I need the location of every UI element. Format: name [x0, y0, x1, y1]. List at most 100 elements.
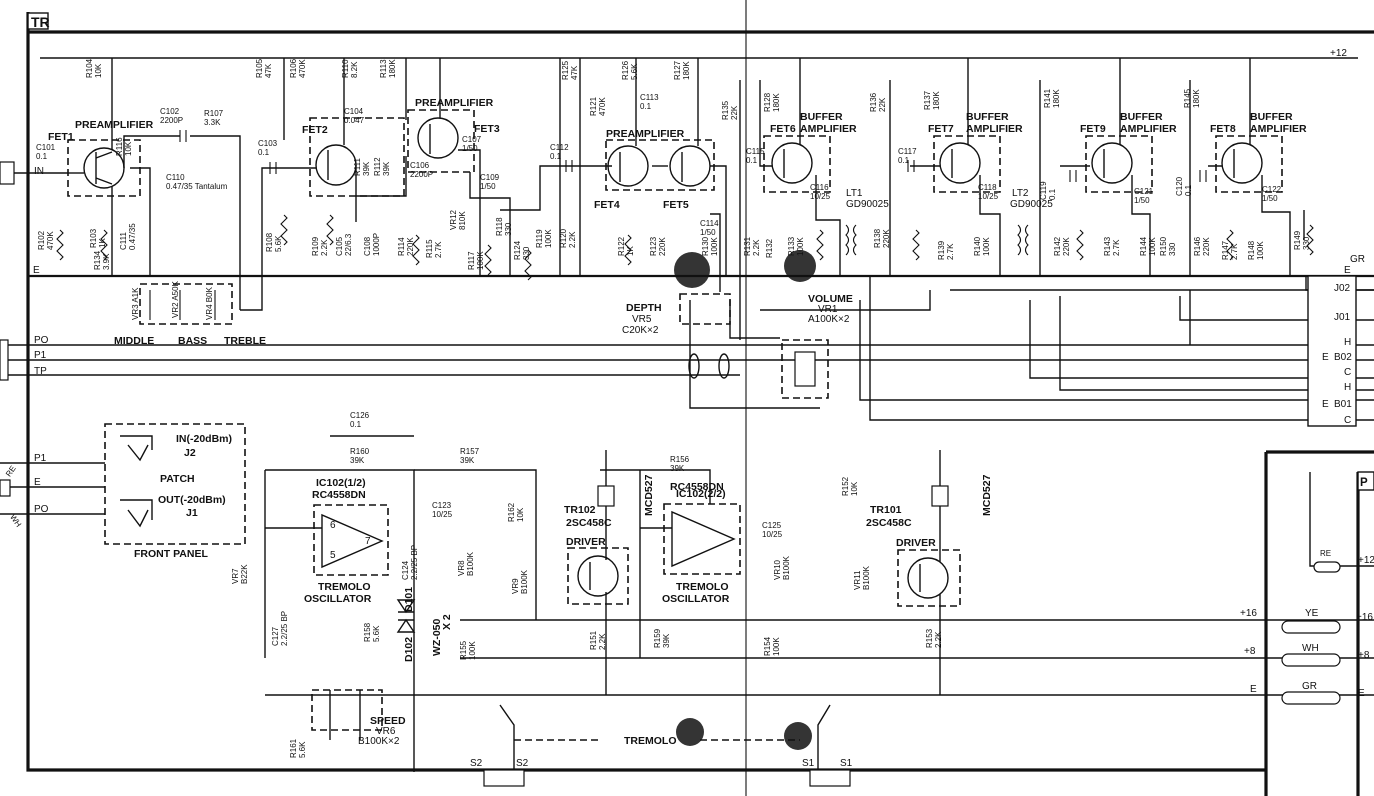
diode-part: WZ-050 — [431, 619, 443, 657]
label-r155: R155100K — [459, 640, 477, 660]
buffer6-block: FET6 BUFFER AMPLIFIER — [763, 58, 857, 193]
lt1-title: LT1 — [846, 188, 863, 199]
label-r123: R123220K — [649, 236, 667, 256]
input-connectors — [0, 161, 68, 497]
tremolo-label: TREMOLO — [624, 735, 677, 747]
driver-1: DRIVER TR102 2SC458C MCD527 — [564, 450, 655, 695]
ic1-pin7: 7 — [365, 536, 371, 547]
sw-s1a: S1 — [802, 758, 815, 769]
label-vr10: VR10B100K — [773, 555, 791, 580]
p-board: P RE +12 YE WH GR +16 +8 E — [1281, 471, 1374, 705]
preamp1-block: PREAMPLIFIER FET1 — [48, 58, 154, 276]
rail-e-right: E — [1344, 265, 1351, 276]
preamp2-title: PREAMPLIFIER — [415, 97, 494, 109]
label-r102: R102470K — [37, 230, 55, 250]
preamp2-block: FET2 PREAMPLIFIER FET3 — [283, 58, 500, 197]
label-r122: R1221K — [617, 236, 635, 256]
buf7-t2: AMPLIFIER — [966, 123, 1023, 135]
label-r143: R1432.7K — [1103, 236, 1121, 256]
label-r105: R10547K — [255, 58, 273, 78]
label-r145: R145180K — [1183, 88, 1201, 108]
tremolo-switch: TREMOLO S2 S2 S1 S1 — [470, 704, 853, 787]
right-terminals: J02 J01 H E B02 C H E B01 C GR — [1307, 254, 1365, 427]
patch-out: OUT(-20dBm) — [158, 494, 226, 506]
buf7-t1: BUFFER — [966, 111, 1009, 123]
diode-x2: X 2 — [441, 614, 453, 630]
label-vr8: VR8B100K — [457, 551, 475, 576]
label-r132: R132 — [765, 238, 774, 258]
diode-d101: D101 — [403, 587, 415, 612]
fet3-label: FET3 — [474, 123, 500, 135]
label-r137: R137180K — [923, 90, 941, 110]
rt-j02: J02 — [1334, 283, 1351, 294]
tremolo-osc-1: IC102(1/2) RC4558DN TREMOLO OSCILLATOR 6… — [264, 435, 537, 772]
lt2-part: GD90025 — [1010, 199, 1053, 210]
wire-gr: GR — [1302, 681, 1317, 692]
lt2-title: LT2 — [1012, 188, 1029, 199]
fet8-label: FET8 — [1210, 123, 1236, 135]
patch-in: IN(-20dBm) — [176, 433, 232, 445]
wire-ye: YE — [1305, 608, 1319, 619]
front-panel: FRONT PANEL — [134, 548, 208, 560]
depth-val: C20K×2 — [622, 325, 659, 336]
rail-plus12: +12 — [1330, 48, 1347, 59]
volume-vr: VR1 — [818, 304, 838, 315]
label-r161: R1615.6K — [289, 738, 307, 758]
diodes: D101 D102 WZ-050 X 2 — [396, 587, 453, 662]
label-r146: R146220K — [1193, 236, 1211, 256]
label-c108: C1081000P — [363, 233, 381, 256]
rt-b02: B02 — [1334, 352, 1352, 363]
led2: MCD527 — [981, 474, 993, 516]
label-vr11: VR11B100K — [853, 565, 871, 590]
fet2-label: FET2 — [302, 124, 328, 136]
passive-glyphs — [56, 130, 1314, 281]
depth-vr: VR5 — [632, 314, 652, 325]
preamp3-block: PREAMPLIFIER FET4 FET5 — [594, 58, 715, 211]
fet9-label: FET9 — [1080, 123, 1106, 135]
label-r114: R114220K — [397, 237, 415, 256]
label-r150: R150330 — [1159, 236, 1177, 256]
label-c119: C1190.1 — [1039, 181, 1057, 200]
sw-s1b: S1 — [840, 758, 853, 769]
label-r131: R1312.2K — [743, 236, 761, 256]
preamp1-title: PREAMPLIFIER — [75, 119, 154, 131]
fet4-label: FET4 — [594, 199, 620, 211]
rail-e-bottom: E — [1250, 684, 1257, 695]
rt-c1: C — [1344, 367, 1351, 378]
label-r147: R1472.7K — [1221, 240, 1239, 260]
label-r133: R133100K — [787, 236, 805, 256]
buffer9-block: FET9 BUFFER AMPLIFIER — [1080, 58, 1177, 193]
label-r158: R1585.6K — [363, 622, 381, 642]
buf9-t2: AMPLIFIER — [1120, 123, 1177, 135]
buf6-t1: BUFFER — [800, 111, 843, 123]
ic2-f1: TREMOLO — [676, 581, 729, 593]
tone-bass: BASS — [178, 335, 207, 347]
rail-gr-top: GR — [1350, 254, 1365, 265]
volume-title: VOLUME — [808, 293, 853, 305]
label-vr12: VR12810K — [449, 209, 467, 230]
ic1-pin5: 5 — [330, 550, 336, 561]
label-r119: R119100K — [535, 229, 553, 248]
term-p1-2: P1 — [34, 453, 47, 464]
ic2-f2: OSCILLATOR — [662, 593, 730, 605]
wire-wh-p: WH — [1302, 643, 1319, 654]
label-vr7: VR7B22K — [231, 564, 249, 584]
board-label: TR — [31, 14, 50, 30]
rt-c2: C — [1344, 415, 1351, 426]
speed-control: SPEED VR6 B100K×2 — [311, 689, 406, 747]
driver1-title: DRIVER — [566, 536, 606, 548]
driver-2: DRIVER TR101 2SC458C MCD527 — [866, 450, 993, 695]
buffer7-block: FET7 BUFFER AMPLIFIER — [928, 58, 1023, 193]
